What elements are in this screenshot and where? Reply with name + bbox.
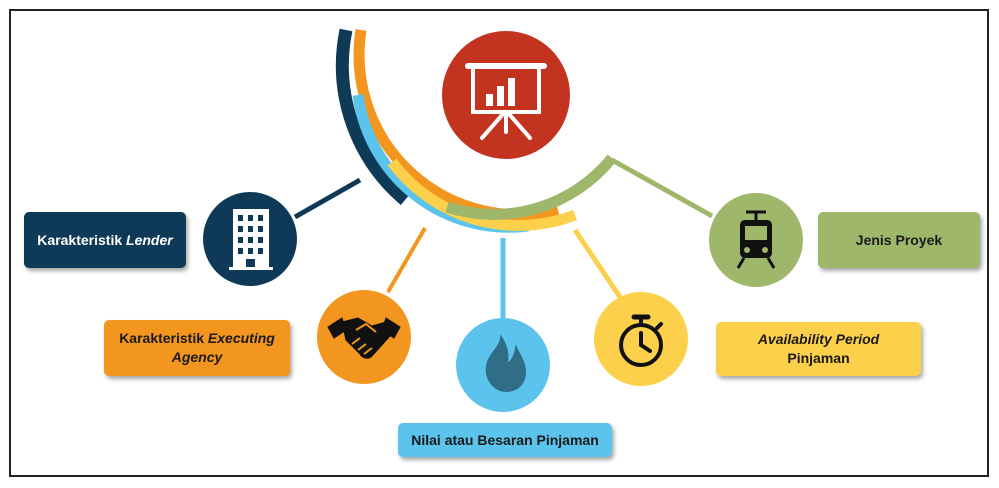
- arc-yellow: [387, 158, 577, 231]
- label-emph-text: Lender: [126, 231, 173, 248]
- label-availability-period: Availability Period Pinjaman: [716, 322, 921, 376]
- label-text: Karakteristik: [119, 330, 208, 346]
- node-agency: [317, 290, 411, 384]
- label-karakteristik-executing-agency: Karakteristik Executing Agency: [104, 320, 290, 376]
- office-building-icon: [229, 209, 273, 270]
- center-node: [442, 31, 570, 159]
- label-text: Nilai atau Besaran Pinjaman: [411, 431, 599, 448]
- train-icon: [736, 210, 776, 269]
- label-emph-text: Executing Agency: [171, 330, 275, 365]
- handshake-icon: [327, 317, 401, 359]
- stopwatch-icon: [619, 314, 663, 367]
- label-text: Karakteristik: [37, 231, 127, 248]
- label-nilai-pinjaman: Nilai atau Besaran Pinjaman: [398, 423, 612, 457]
- label-text: Jenis Proyek: [855, 231, 943, 248]
- connector-jenis: [610, 157, 714, 219]
- label-jenis-proyek: Jenis Proyek: [818, 212, 980, 268]
- presentation-chart-icon: [465, 63, 547, 140]
- arc-navy: [335, 28, 410, 205]
- node-nilai: [456, 318, 550, 412]
- arc-green: [445, 154, 617, 220]
- flame-icon: [485, 334, 526, 392]
- label-emph-text: Availability Period: [757, 331, 880, 347]
- node-period: [594, 292, 688, 386]
- connector-period: [572, 228, 625, 302]
- label-text: Pinjaman: [787, 350, 850, 366]
- connector-agency: [386, 226, 427, 294]
- node-jenis: [709, 193, 803, 287]
- node-lender: [203, 192, 297, 286]
- label-karakteristik-lender: Karakteristik Lender: [24, 212, 186, 268]
- connector-lender: [293, 177, 362, 220]
